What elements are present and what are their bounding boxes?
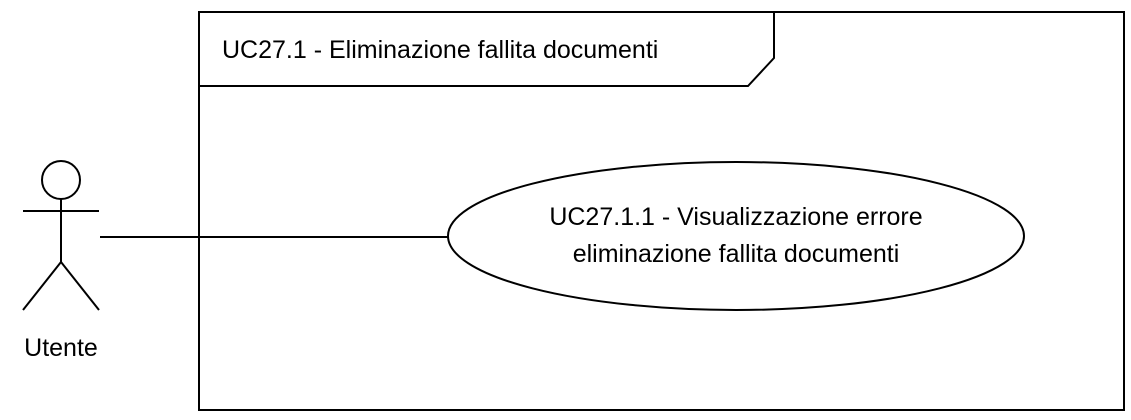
use-case-label-line-1: UC27.1.1 - Visualizzazione errore	[549, 203, 922, 231]
use-case-ellipse[interactable]	[447, 161, 1025, 311]
system-boundary-title: UC27.1 - Eliminazione fallita documenti	[222, 36, 658, 64]
actor-right-leg	[60, 261, 100, 311]
actor-label: Utente	[24, 334, 98, 362]
actor-utente[interactable]	[22, 160, 100, 311]
use-case-label-line-2: eliminazione fallita documenti	[573, 240, 900, 268]
actor-left-leg	[22, 261, 62, 311]
actor-head	[41, 160, 81, 200]
system-boundary-title-tab	[198, 11, 775, 87]
